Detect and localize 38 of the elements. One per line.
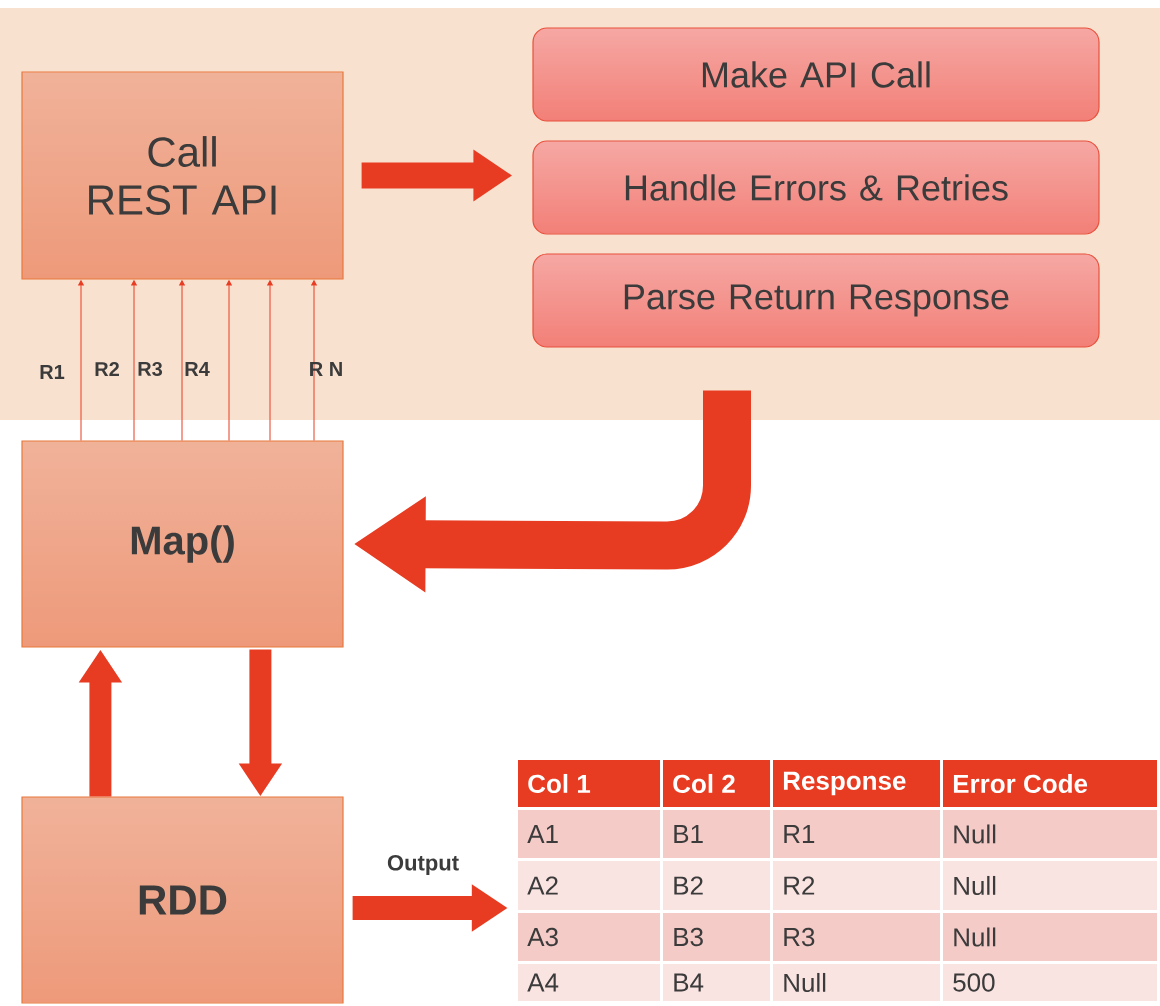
header-cell: Col 2 [663,760,770,807]
step-box: Parse Return Response [532,253,1100,348]
step-box: Make API Call [532,27,1100,122]
table-cell: R2 [773,861,940,910]
table-cell: R1 [773,810,940,858]
header-cell: Col 1 [518,760,660,807]
table-cell: B1 [663,810,770,858]
table-cell: B3 [663,913,770,961]
table-cell: A1 [518,810,660,858]
request-label: R1 [40,365,65,379]
table-cell: Null [943,810,1157,858]
arrow [226,280,232,441]
step-box: Handle Errors & Retries [532,140,1100,235]
table-cell: B2 [663,861,770,910]
arrow [131,280,137,441]
table-cell: A2 [518,861,660,910]
header-cell: Error Code [943,760,1157,807]
request-label: R N [310,362,342,376]
table-cell: Null [943,913,1157,961]
process-box: RDD [21,796,344,1004]
process-box: Map() [21,440,344,648]
process-box: Call REST API [21,71,344,280]
table-cell: Null [773,964,940,1001]
header-cell: Response [773,760,940,807]
table-cell: B4 [663,964,770,1001]
request-label: R2 [95,362,119,376]
table-cell: A3 [518,913,660,961]
arrow [267,280,273,441]
edge-label: Output [386,855,460,875]
table-cell: A4 [518,964,660,1001]
request-label: R3 [138,361,163,377]
table-cell: 500 [943,964,1157,1001]
arrow [311,280,317,441]
arrow [179,280,185,441]
table-cell: R3 [773,913,940,961]
table-cell: Null [943,861,1157,910]
arrow [78,280,84,441]
request-label: R4 [185,362,210,376]
